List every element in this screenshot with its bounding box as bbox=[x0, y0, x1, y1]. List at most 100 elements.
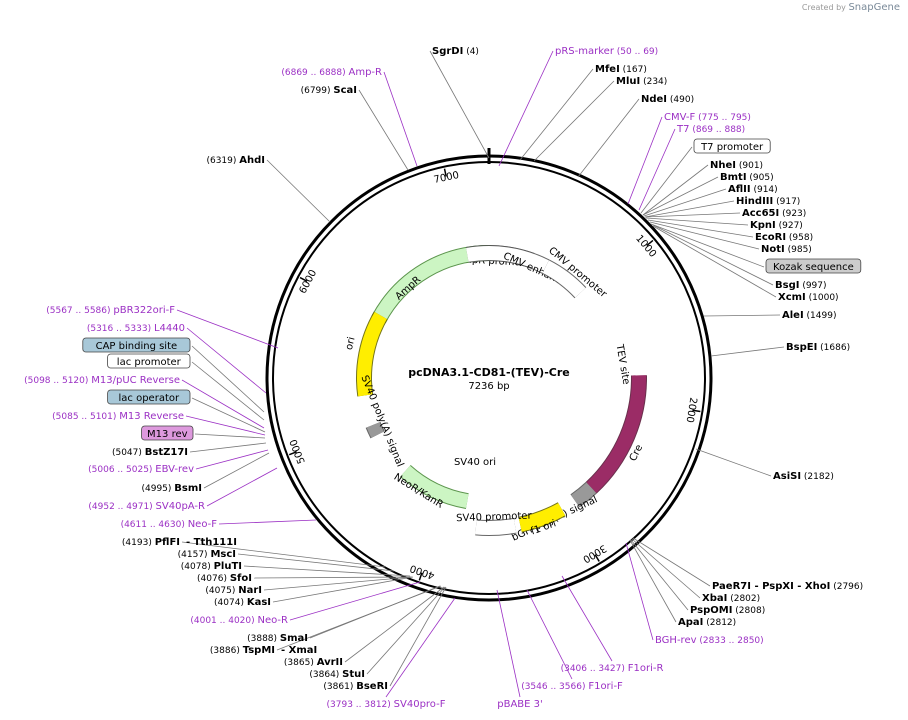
tick-label: 4000 bbox=[409, 562, 437, 581]
site-label: (5085 .. 5101) M13 Reverse bbox=[52, 411, 184, 422]
label-leader bbox=[642, 176, 719, 216]
credit-created-by: Created by bbox=[801, 3, 846, 12]
label-leader bbox=[383, 71, 418, 167]
site-coord: (4001 .. 4020) bbox=[190, 616, 257, 626]
site-label: (3886) TspMI bbox=[210, 645, 275, 656]
feature-label: SV40 poly(A) signal bbox=[359, 374, 406, 469]
site-coord: (1686) bbox=[817, 343, 850, 353]
site-label: (3864) StuI bbox=[309, 669, 365, 680]
site-label: AleI (1499) bbox=[782, 310, 836, 321]
tick-label: 7000 bbox=[433, 170, 460, 186]
site-coord: (905) bbox=[747, 173, 774, 183]
site-name: Neo-F bbox=[188, 519, 218, 530]
site-label: PspOMI (2808) bbox=[690, 605, 765, 616]
site-label: (6799) ScaI bbox=[301, 85, 357, 96]
label-leader bbox=[644, 212, 741, 218]
site-coord: (958) bbox=[786, 233, 813, 243]
label-leader bbox=[389, 586, 447, 687]
site-label: (4611 .. 4630) Neo-F bbox=[121, 519, 218, 530]
site-coord: (917) bbox=[773, 197, 800, 207]
site-name: StuI bbox=[342, 669, 365, 680]
label-leader bbox=[191, 397, 266, 433]
site-coord: (2796) bbox=[830, 582, 863, 592]
tick-label: 1000 bbox=[633, 233, 658, 260]
label-leader bbox=[629, 539, 677, 623]
site-name: XbaI bbox=[702, 593, 727, 604]
label-leader bbox=[695, 448, 772, 477]
site-label: MluI (234) bbox=[616, 76, 667, 87]
site-coord: (4) bbox=[463, 47, 479, 57]
tick-label: 2000 bbox=[684, 397, 699, 424]
site-name: KpnI bbox=[750, 220, 776, 231]
site-name: M13/pUC Reverse bbox=[91, 375, 180, 386]
site-label: (3793 .. 3812) SV40pro-F bbox=[327, 699, 446, 710]
feature-arc bbox=[466, 246, 549, 273]
feature-label: SV40 promoter bbox=[456, 511, 533, 525]
site-coord: (997) bbox=[799, 281, 826, 291]
site-label: AsiSI (2182) bbox=[773, 471, 834, 482]
site-name: KasI bbox=[247, 597, 271, 608]
site-name: MscI bbox=[210, 549, 236, 560]
site-label: ApaI (2812) bbox=[678, 617, 736, 628]
site-label: (4157) MscI bbox=[178, 549, 236, 560]
label-leader bbox=[638, 128, 676, 211]
feature-arc bbox=[542, 260, 586, 298]
site-coord: (927) bbox=[776, 221, 803, 231]
site-coord: (4611 .. 4630) bbox=[121, 520, 188, 530]
site-coord: (5006 .. 5025) bbox=[88, 465, 155, 475]
label-leader bbox=[194, 433, 266, 439]
feature-name: T7 promoter bbox=[700, 142, 764, 153]
site-label: (5567 .. 5586) pBR322ori-F bbox=[46, 305, 175, 316]
site-label: (4076) SfoI bbox=[197, 573, 252, 584]
site-coord: (234) bbox=[640, 77, 667, 87]
label-leader bbox=[644, 200, 735, 218]
site-coord: (3864) bbox=[309, 670, 342, 680]
feature-box bbox=[107, 353, 191, 369]
site-label: BspEI (1686) bbox=[786, 342, 850, 353]
site-name: PspOMI bbox=[690, 605, 732, 616]
tick-mark bbox=[299, 276, 308, 282]
site-name: AhdI bbox=[239, 155, 265, 166]
site-label: HindIII (917) bbox=[736, 196, 800, 207]
feature-arc bbox=[518, 502, 566, 532]
site-name: PluTI bbox=[214, 561, 242, 572]
site-coord: (50 .. 69) bbox=[614, 47, 658, 57]
site-label: (6869 .. 6888) Amp-R bbox=[281, 67, 382, 78]
label-leader bbox=[647, 219, 754, 238]
feature-labels: (6869 .. 6888) Amp-R(6799) ScaI(6319) Ah… bbox=[24, 46, 863, 710]
site-label: (4078) PluTI bbox=[181, 561, 242, 572]
label-leader bbox=[496, 589, 521, 698]
feature-box bbox=[765, 258, 862, 274]
label-leader bbox=[253, 576, 412, 579]
site-name: EcoRI bbox=[755, 232, 786, 243]
site-name: BsgI bbox=[775, 280, 799, 291]
site-name: EBV-rev bbox=[155, 464, 194, 475]
site-label: AflII (914) bbox=[728, 184, 778, 195]
site-label: (3546 .. 3566) F1ori-F bbox=[521, 681, 623, 692]
site-coord: (775 .. 795) bbox=[695, 113, 751, 123]
site-name: AleI bbox=[782, 310, 804, 321]
site-coord: (4193) bbox=[122, 538, 155, 548]
site-coord: (923) bbox=[779, 209, 806, 219]
site-coord: (5098 .. 5120) bbox=[24, 376, 91, 386]
label-leader bbox=[181, 541, 386, 568]
site-label: T7 (869 .. 888) bbox=[676, 124, 745, 135]
site-label: BGH-rev (2833 .. 2850) bbox=[655, 635, 764, 646]
site-label: (4952 .. 4971) SV40pA-R bbox=[88, 501, 205, 512]
site-name: Acc65I bbox=[742, 208, 779, 219]
label-leader bbox=[266, 159, 331, 223]
site-name: MfeI bbox=[595, 64, 620, 75]
label-leader bbox=[189, 442, 267, 453]
site-coord: (3865) bbox=[284, 658, 317, 668]
site-coord: (1000) bbox=[806, 293, 839, 303]
site-name: BmtI bbox=[720, 172, 747, 183]
site-label: BsgI (997) bbox=[775, 280, 827, 291]
feature-name: CAP binding site bbox=[96, 341, 178, 352]
site-label: EcoRI (958) bbox=[755, 232, 813, 243]
site-coord: (3406 .. 3427) bbox=[561, 664, 628, 674]
tick-mark bbox=[646, 239, 654, 247]
label-leader bbox=[206, 467, 278, 507]
tick-label: 5000 bbox=[288, 437, 307, 465]
site-name: pBABE 3' bbox=[497, 699, 543, 710]
label-leader bbox=[630, 539, 689, 611]
